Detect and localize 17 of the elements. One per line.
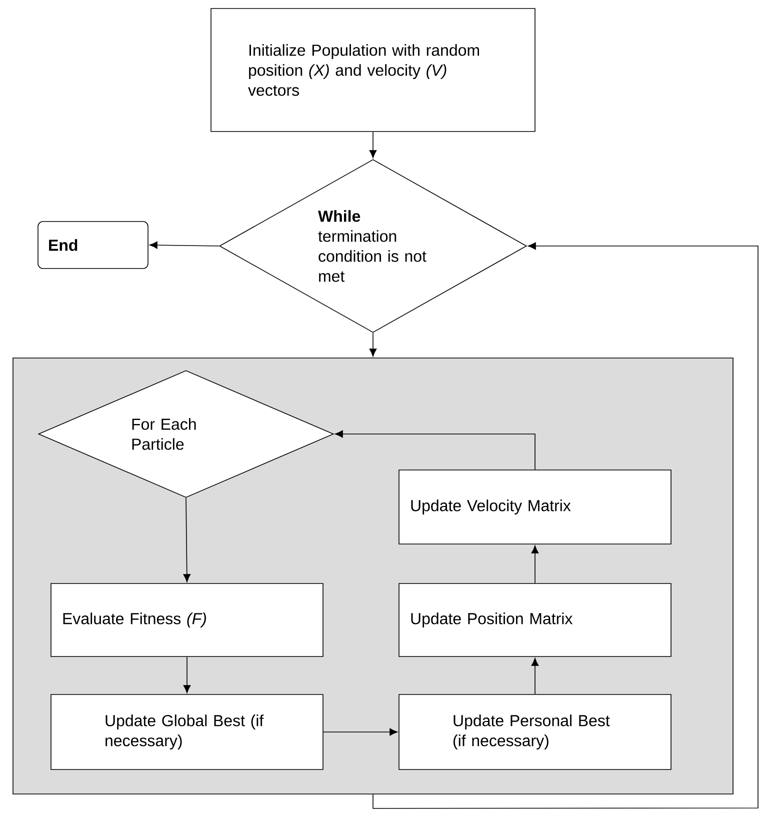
process-box: Update Position Matrix bbox=[398, 583, 672, 657]
process-box: Update Personal Best (if necessary) bbox=[398, 694, 672, 770]
arrow bbox=[334, 430, 536, 470]
arrow bbox=[323, 728, 398, 736]
arrow bbox=[183, 656, 191, 694]
arrow bbox=[183, 498, 191, 582]
arrow bbox=[372, 242, 758, 809]
arrow bbox=[369, 132, 377, 158]
arrow bbox=[149, 241, 220, 249]
terminal-box: End bbox=[38, 221, 148, 269]
process-box: Evaluate Fitness (F) bbox=[50, 583, 324, 657]
arrow bbox=[531, 658, 539, 694]
arrow bbox=[369, 332, 377, 357]
arrow bbox=[531, 545, 539, 584]
process-box: Initialize Population with random position (X) and velocity (V) vectors bbox=[210, 8, 536, 132]
process-box: Update Global Best (if necessary) bbox=[50, 694, 324, 770]
process-box: Update Velocity Matrix bbox=[398, 470, 672, 544]
